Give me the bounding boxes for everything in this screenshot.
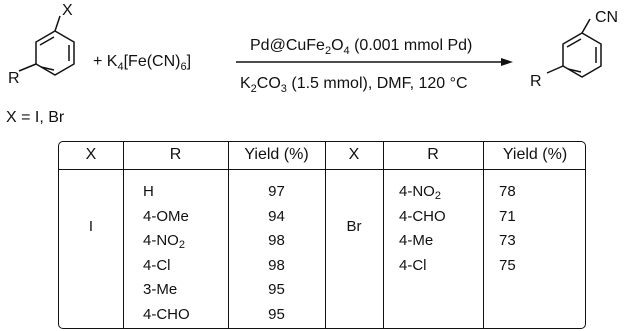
table-row: 3-Me <box>143 281 178 298</box>
table-row: 4-NO2 <box>143 232 185 251</box>
halide-bromide-cell: Br <box>346 218 362 235</box>
reactant-benzene-ring <box>18 15 75 76</box>
column-divider <box>483 142 484 328</box>
table-row: H <box>143 183 154 200</box>
product-cn-label: CN <box>595 9 618 26</box>
column-divider <box>123 142 124 328</box>
reaction-arrow <box>236 58 513 66</box>
reagent-label: + K4[Fe(CN)6] <box>93 53 191 73</box>
table-row: 95 <box>268 305 285 323</box>
header-r: R <box>169 146 182 163</box>
conditions-label: K2CO3 (1.5 mmol), DMF, 120 °C <box>240 75 468 95</box>
table-row: 71 <box>499 207 516 225</box>
header-yield: Yield (%) <box>244 146 309 163</box>
column-divider <box>383 142 384 328</box>
table-row: 4-OMe <box>143 207 189 225</box>
header-r: R <box>427 146 439 163</box>
table-row: 78 <box>499 183 516 200</box>
table-row: 98 <box>268 256 285 274</box>
table-row: 98 <box>268 232 285 249</box>
header-yield: Yield (%) <box>502 146 568 163</box>
x-definition: X = I, Br <box>6 109 65 126</box>
table-row: 94 <box>268 207 285 225</box>
table-row: 4-CHO <box>143 305 190 323</box>
right-r-column: 4-NO2 4-CHO 4-Me 4-Cl <box>399 180 446 278</box>
table-row: 97 <box>268 183 285 200</box>
table-row: 4-NO2 <box>399 183 441 202</box>
right-yield-column: 78 71 73 75 <box>499 180 516 278</box>
halide-iodide-cell: I <box>88 218 94 235</box>
table-row: 4-Cl <box>399 256 427 274</box>
reaction-scheme: X R + K4[Fe(CN)6] Pd@CuFe2O4 (0.001 mmol… <box>8 2 618 95</box>
catalyst-label: Pd@CuFe2O4 (0.001 mmol Pd) <box>250 37 472 57</box>
header-x: X <box>85 146 97 163</box>
column-divider <box>228 142 229 328</box>
reactant-x-label: X <box>62 2 73 19</box>
table-row: 75 <box>499 256 516 274</box>
table-row: 95 <box>268 281 285 298</box>
table-header-row <box>59 142 585 170</box>
left-yield-column: 97 94 98 98 95 95 <box>228 180 325 327</box>
product-benzene-ring <box>546 18 602 78</box>
reactant-r-label: R <box>8 70 20 87</box>
table-row: 4-Cl <box>143 256 171 274</box>
left-r-column: H 4-OMe 4-NO2 4-Cl 3-Me 4-CHO <box>143 180 190 327</box>
table-row: 4-CHO <box>399 207 446 225</box>
column-divider <box>325 142 326 328</box>
yield-table: X R Yield (%) X R Yield (%) I H 4-OMe 4-… <box>58 141 586 329</box>
header-x: X <box>348 146 360 163</box>
table-row: 4-Me <box>399 232 434 249</box>
table-row: 73 <box>499 232 516 249</box>
product-r-label: R <box>530 73 542 90</box>
